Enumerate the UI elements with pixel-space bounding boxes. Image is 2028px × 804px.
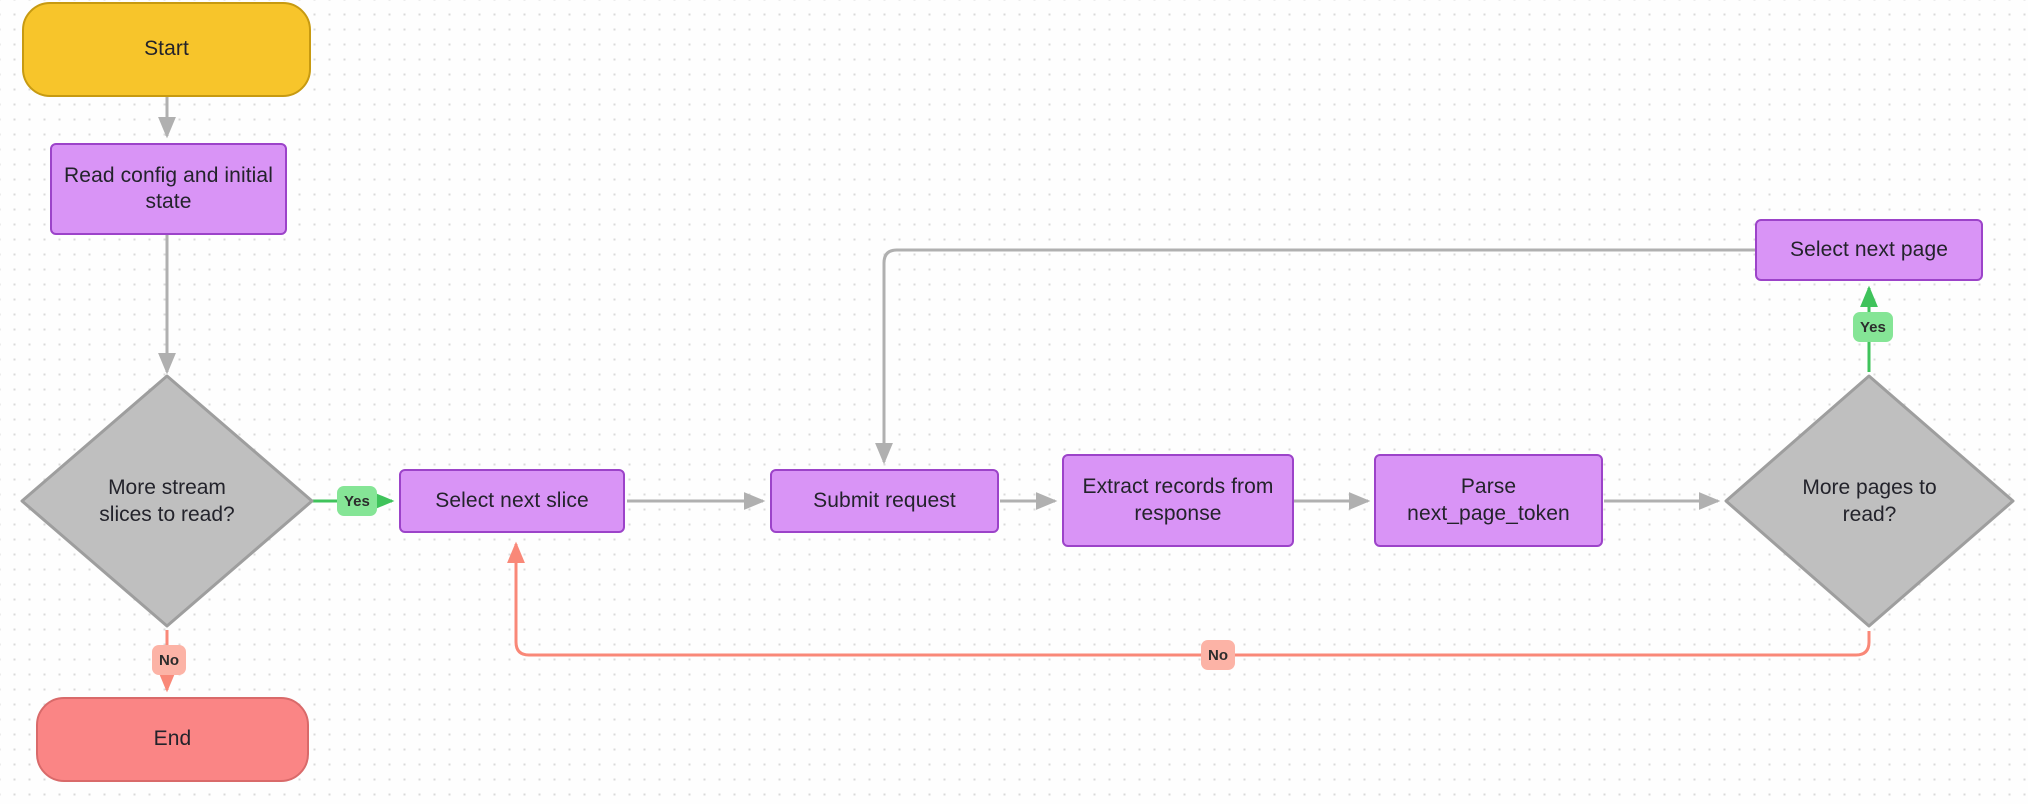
node-end[interactable]: End: [36, 697, 309, 782]
node-extract-records-line1: Extract records from: [1082, 475, 1274, 499]
node-end-label: End: [153, 727, 192, 751]
node-select-next-slice-label: Select next slice: [435, 488, 589, 512]
node-extract-records[interactable]: Extract records from response: [1062, 454, 1294, 547]
node-parse-token-line1: Parse: [1460, 475, 1517, 499]
edge-select-page-to-submit-request: [874, 248, 1755, 465]
edge-label-pages-yes-text: Yes: [1860, 318, 1886, 336]
node-extract-records-line2: response: [1134, 501, 1222, 525]
node-extract-records-label: Extract records from response: [1082, 474, 1273, 527]
node-select-next-page[interactable]: Select next page: [1755, 219, 1983, 281]
edge-label-pages-no-text: No: [1208, 646, 1228, 664]
decision-diamond-shape: [20, 374, 314, 628]
node-more-pages[interactable]: More pages to read?: [1722, 372, 2017, 630]
node-parse-token-label: Parse next_page_token: [1407, 474, 1570, 527]
edge-more-pages-no-to-select-slice: [507, 541, 1871, 657]
edge-label-pages-no: No: [1201, 640, 1235, 670]
node-parse-next-page-token[interactable]: Parse next_page_token: [1374, 454, 1603, 547]
edge-label-slices-no-text: No: [159, 651, 179, 669]
node-start[interactable]: Start: [22, 2, 311, 97]
node-submit-request[interactable]: Submit request: [770, 469, 999, 533]
node-read-config-line1: Read config and initial: [64, 163, 273, 187]
decision-diamond-shape: [1724, 374, 2015, 628]
node-start-label: Start: [144, 37, 189, 61]
edge-label-slices-yes-text: Yes: [344, 492, 370, 510]
node-select-next-page-label: Select next page: [1789, 237, 1949, 261]
node-read-config-label: Read config and initial state: [64, 163, 273, 216]
node-read-config-line2: state: [145, 190, 192, 213]
node-select-next-slice[interactable]: Select next slice: [399, 469, 625, 533]
node-parse-token-line2: next_page_token: [1407, 501, 1570, 525]
edge-label-slices-no: No: [152, 645, 186, 675]
node-more-stream-slices[interactable]: More stream slices to read?: [18, 372, 316, 630]
edge-label-slices-yes: Yes: [337, 486, 377, 516]
node-submit-request-label: Submit request: [813, 488, 956, 512]
node-read-config[interactable]: Read config and initial state: [50, 143, 287, 235]
edge-label-pages-yes: Yes: [1853, 312, 1893, 342]
